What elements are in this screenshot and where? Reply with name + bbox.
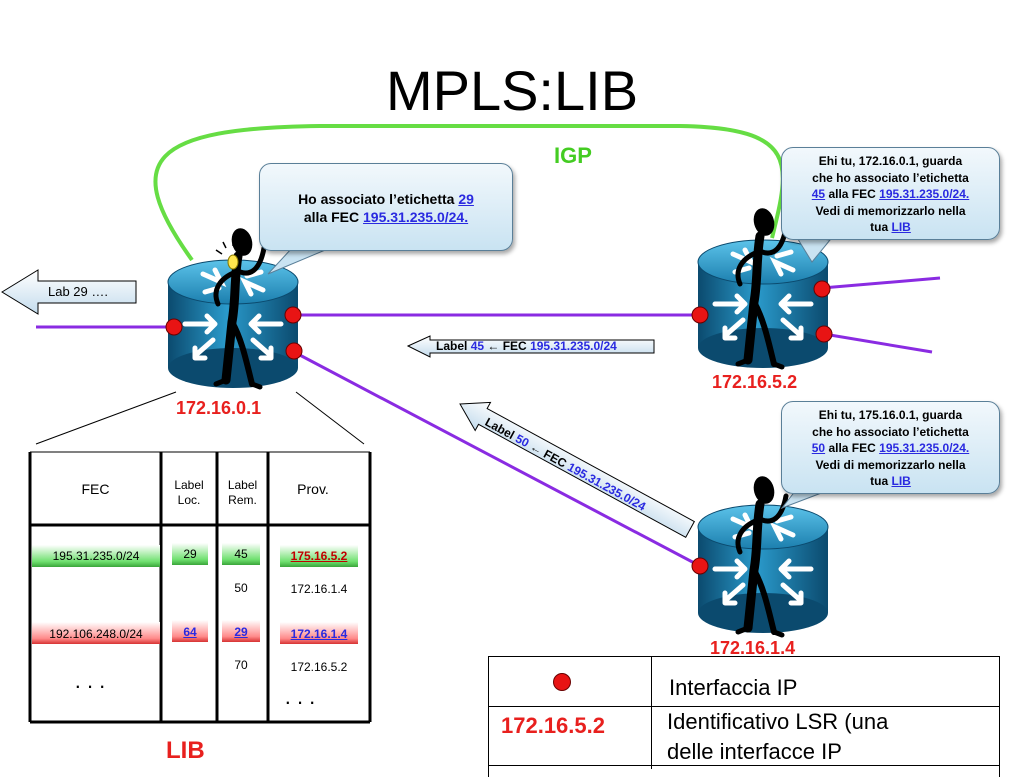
lib-row2-fec: 192.106.248.0/24 <box>49 627 143 641</box>
lib-header-prov: Prov. <box>297 481 329 497</box>
msg-45-value: 45 <box>470 339 485 353</box>
lib-row2-rem1: 29 <box>222 625 260 639</box>
lib-header-fec: FEC <box>81 481 110 497</box>
callout-rb-label-value: 50 <box>811 441 826 455</box>
interface-r2-bottom[interactable] <box>815 325 833 343</box>
callout-left-fec-value: 195.31.235.0/24. <box>363 209 469 225</box>
msg-45-mid: ← FEC <box>484 339 531 353</box>
callout-rb-lib-value: LIB <box>891 474 911 488</box>
lightbulb-icon <box>215 240 251 270</box>
callout-left-text1: Ho associato l’etichetta <box>298 191 459 207</box>
legend-col-divider <box>651 657 652 769</box>
lib-row2-prov1: 172.16.1.4 <box>280 627 358 641</box>
lib-ellipsis-left: . . . <box>74 668 106 693</box>
lib-header-label-rem: Label Rem. <box>227 478 258 507</box>
igp-label: IGP <box>554 143 592 168</box>
lib-table-frame <box>28 451 372 724</box>
lib-row1-rem2: 50 <box>234 581 248 595</box>
callout-rb-line3-mid: alla FEC <box>825 441 880 455</box>
lib-row2-rem1-text: 29 <box>234 625 248 639</box>
callout-left-tail <box>267 247 331 275</box>
callout-rb-line2: che ho associato l’etichetta <box>812 424 969 439</box>
legend-row2-text-line2: delle interfacce IP <box>667 739 842 764</box>
lib-row1-rem-band <box>222 543 260 565</box>
legend-table: Interfaccia IP 172.16.5.2 Identificativo… <box>488 656 1000 777</box>
link-r1-r3 <box>293 350 701 568</box>
callout-left: Ho associato l’etichetta 29 alla FEC 195… <box>259 163 513 251</box>
lib-row1-prov1: 175.16.5.2 <box>280 549 358 563</box>
legend-interface-dot <box>553 673 571 691</box>
table-connector-right <box>295 391 365 445</box>
lib-header-label-loc: Label Loc. <box>174 478 204 507</box>
legend-row2-key: 172.16.5.2 <box>501 713 605 738</box>
page-title: MPLS:LIB <box>385 59 639 122</box>
lib-row2-prov2: 172.16.5.2 <box>290 660 348 674</box>
lib-row1-prov2: 172.16.1.4 <box>290 582 348 596</box>
lib-row1-rem1: 45 <box>234 547 248 561</box>
callout-rt-line5-pre: tua <box>870 220 892 234</box>
lib-row1-loc: 29 <box>183 547 197 561</box>
callout-left-text2: alla FEC <box>303 209 364 225</box>
lib-row2-prov1-text: 172.16.1.4 <box>290 627 348 641</box>
link-r2-out1 <box>821 276 941 290</box>
legend-bottom-divider <box>489 765 999 766</box>
interface-r3-left[interactable] <box>691 557 709 575</box>
callout-rb-line4: Vedi di memorizzarlo nella <box>815 457 966 472</box>
callout-right-bottom: Ehi tu, 175.16.0.1, guarda che ho associ… <box>781 401 1000 494</box>
lib-caption: LIB <box>166 737 205 764</box>
table-connector-left <box>35 391 177 445</box>
lib-row2-loc: 64 <box>172 625 208 639</box>
callout-rt-label-value: 45 <box>811 187 826 201</box>
lab-arrow <box>1 269 137 315</box>
lib-row1-fec: 195.31.235.0/24 <box>52 549 140 563</box>
msg-45-arrow <box>406 335 655 358</box>
lib-row1-fec-band <box>32 545 160 567</box>
callout-rt-line4: Vedi di memorizzarlo nella <box>815 203 966 218</box>
callout-rt-fec-value: 195.31.235.0/24. <box>879 187 970 201</box>
router-r1-label: 172.16.0.1 <box>176 398 262 418</box>
msg-45-pre: Label <box>436 339 471 353</box>
callout-rt-lib-value: LIB <box>891 220 911 234</box>
router-r3-label: 172.16.1.4 <box>710 638 796 658</box>
callout-rb-fec-value: 195.31.235.0/24. <box>879 441 970 455</box>
interface-r1-right[interactable] <box>284 306 302 324</box>
lib-row1-prov1-text: 175.16.5.2 <box>290 549 348 563</box>
lib-row2-fec-band <box>32 622 160 644</box>
router-r3[interactable] <box>698 505 828 633</box>
callout-rb-line1: Ehi tu, 175.16.0.1, guarda <box>818 408 963 422</box>
callout-rt-line2: che ho associato l’etichetta <box>812 170 969 185</box>
callout-rt-line1: Ehi tu, 172.16.0.1, guarda <box>818 154 963 168</box>
lib-row2-loc-text: 64 <box>183 625 197 639</box>
legend-row1-text: Interfaccia IP <box>669 675 798 700</box>
lib-row2-rem-band <box>222 620 260 642</box>
lib-row2-loc-band <box>172 620 208 642</box>
interface-r1-left[interactable] <box>165 318 183 336</box>
msg-45-label: Label 45 ← FEC 195.31.235.0/24 <box>436 339 617 353</box>
router-r2[interactable] <box>698 240 828 368</box>
callout-right-top: Ehi tu, 172.16.0.1, guarda che ho associ… <box>781 147 1000 240</box>
interface-r2-left[interactable] <box>691 306 709 324</box>
interface-r2-top[interactable] <box>813 280 831 298</box>
legend-row2-text-line1: Identificativo LSR (una <box>667 709 889 734</box>
router-r2-label: 172.16.5.2 <box>712 372 798 392</box>
callout-rb-line5-pre: tua <box>870 474 892 488</box>
link-r2-out2 <box>823 332 933 354</box>
interface-r1-lower[interactable] <box>285 342 303 360</box>
msg-45-fec: 195.31.235.0/24 <box>530 339 617 353</box>
lib-row2-prov-band <box>280 622 358 644</box>
legend-row-divider <box>489 706 999 707</box>
lib-row1-loc-band <box>172 543 208 565</box>
lib-row2-rem2: 70 <box>234 658 248 672</box>
lib-ellipsis-right: . . . <box>284 684 316 709</box>
lab-arrow-label: Lab 29 …. <box>48 284 108 299</box>
msg-50-arrow <box>459 401 696 538</box>
callout-left-label-value: 29 <box>458 191 474 207</box>
callout-rt-line3-mid: alla FEC <box>825 187 880 201</box>
lib-row1-prov-band <box>280 545 358 567</box>
